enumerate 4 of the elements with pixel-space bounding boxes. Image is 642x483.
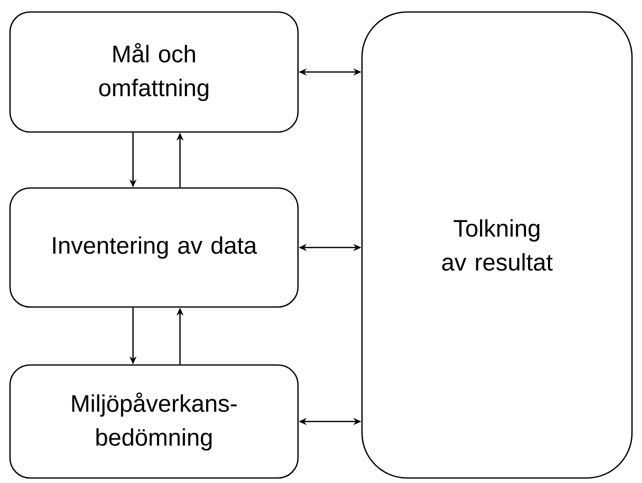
process-box: Mål och omfattning: [9, 11, 299, 133]
process-box: Miljöpåverkans-bedömning: [9, 364, 299, 479]
process-box: Inventering av data: [9, 187, 299, 308]
process-box: Tolkning av resultat: [361, 11, 633, 479]
